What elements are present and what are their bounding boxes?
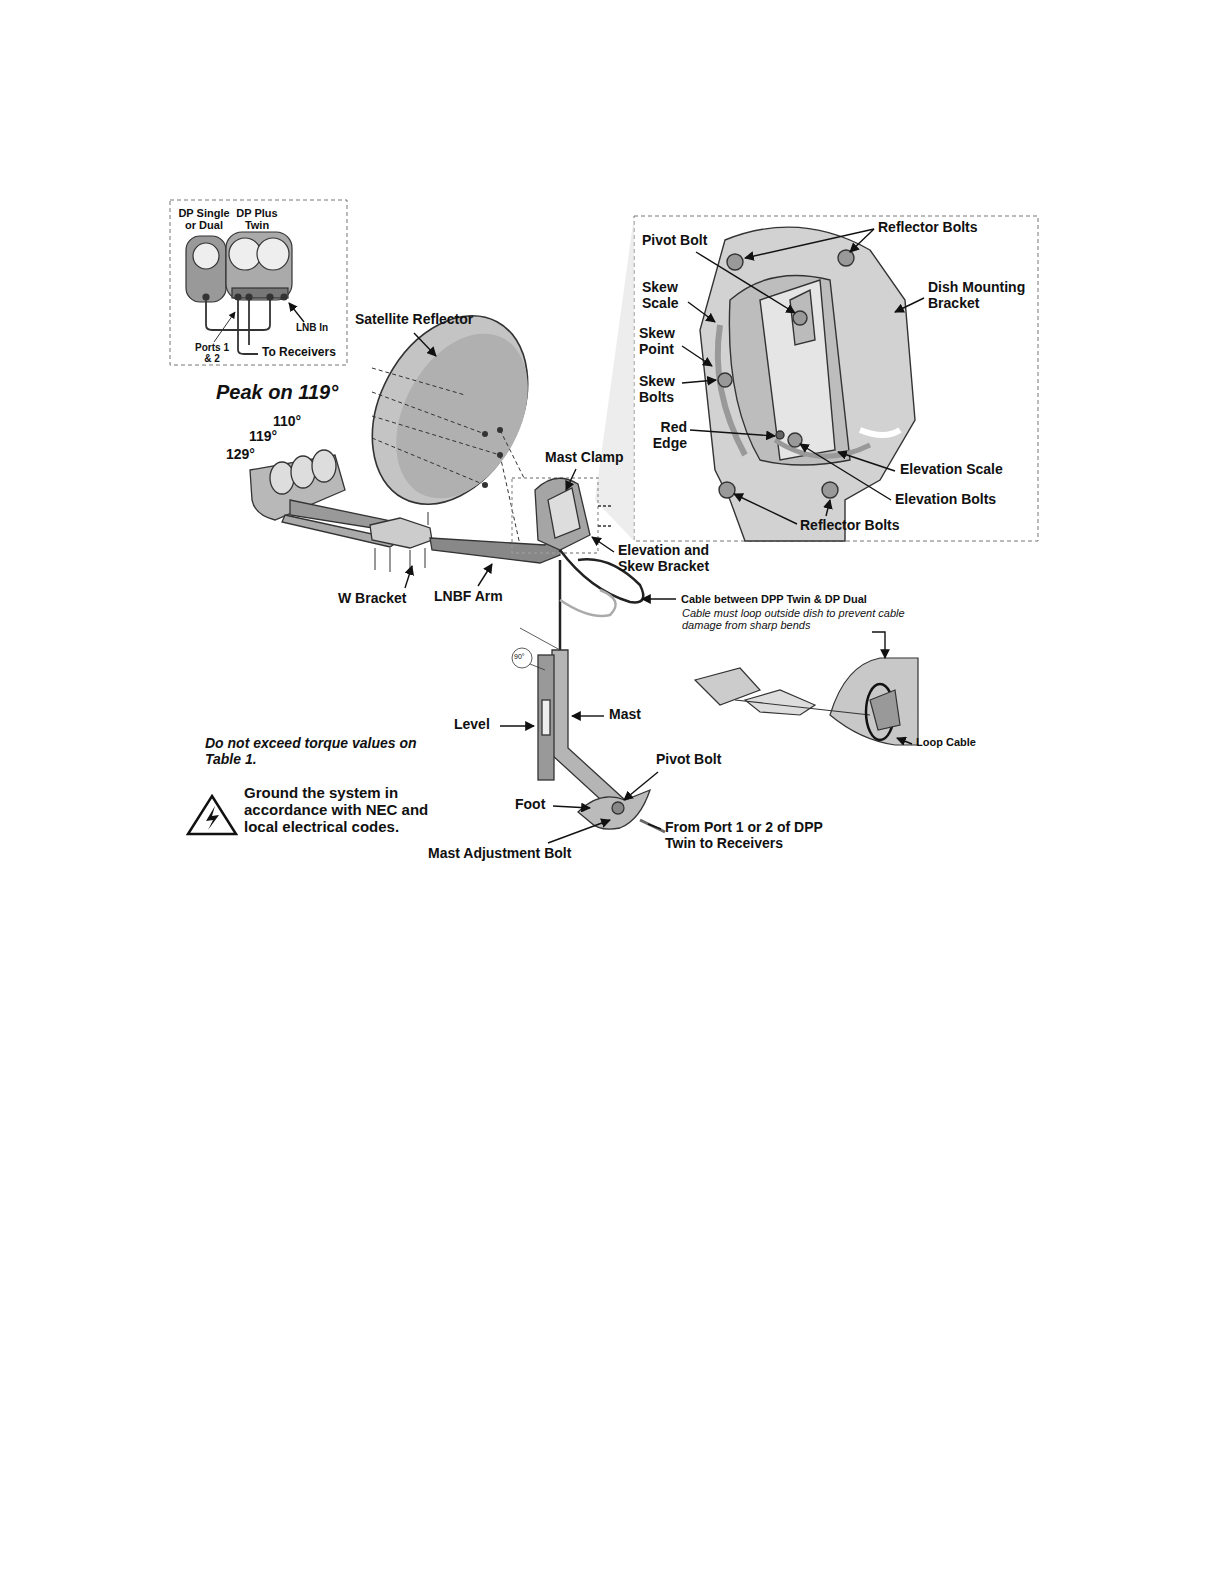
inset-frame: [634, 216, 1038, 541]
part-label: Mast Adjustment Bolt: [428, 846, 571, 862]
part-label: From Port 1 or 2 of DPP Twin to Receiver…: [665, 820, 855, 851]
part-label: Elevation and Skew Bracket: [618, 543, 738, 574]
part-label: Reflector Bolts: [878, 220, 978, 236]
part-label: Skew Bolts: [639, 374, 691, 405]
part-label: W Bracket: [338, 591, 406, 607]
part-label: Reflector Bolts: [800, 518, 900, 534]
angle-label: 119°: [249, 429, 277, 445]
port-label: LNB In: [296, 322, 328, 333]
mast-clamp: [512, 478, 612, 553]
lnb-icons: [186, 232, 292, 354]
part-label: Skew Scale: [642, 280, 694, 311]
angle-label: 90°: [514, 653, 525, 661]
note-label: Cable between DPP Twin & DP Dual: [681, 593, 867, 605]
part-label: Mast: [609, 707, 641, 723]
lnbf-arm: [282, 500, 560, 574]
part-label: Satellite Reflector: [355, 312, 473, 328]
lnb-name: DP Single or Dual: [176, 207, 232, 232]
warning-note: Do not exceed torque values on Table 1.: [205, 736, 430, 767]
angle-label: 129°: [226, 447, 255, 463]
part-label: Level: [454, 717, 490, 733]
mast: [512, 628, 665, 832]
heading-note: Peak on 119°: [216, 381, 338, 403]
part-label: Red Edge: [645, 420, 687, 451]
part-label: Dish Mounting Bracket: [928, 280, 1040, 311]
part-label: To Receivers: [262, 346, 336, 359]
inset-frame: [170, 200, 347, 365]
leader-lines: [405, 229, 924, 843]
loop-cable-illustration: [695, 658, 918, 745]
reflector: [341, 289, 559, 545]
part-label: LNBF Arm: [434, 589, 503, 605]
part-label: Skew Point: [639, 326, 691, 357]
part-label: Loop Cable: [916, 736, 976, 748]
zoom-wedge: [595, 216, 634, 541]
part-label: Pivot Bolt: [656, 752, 721, 768]
angle-label: 110°: [273, 414, 301, 430]
warning-symbol: [188, 796, 236, 834]
part-label: Elevation Scale: [900, 462, 1003, 478]
note-label: Cable must loop outside dish to prevent …: [682, 607, 932, 632]
part-label: Elevation Bolts: [895, 492, 996, 508]
warning-note: Ground the system in accordance with NEC…: [244, 785, 434, 835]
port-label: Ports 1 & 2: [194, 342, 230, 364]
lnb-name: DP Plus Twin: [230, 207, 284, 232]
part-label: Mast Clamp: [545, 450, 624, 466]
part-label: Pivot Bolt: [642, 233, 707, 249]
part-label: Foot: [515, 797, 545, 813]
